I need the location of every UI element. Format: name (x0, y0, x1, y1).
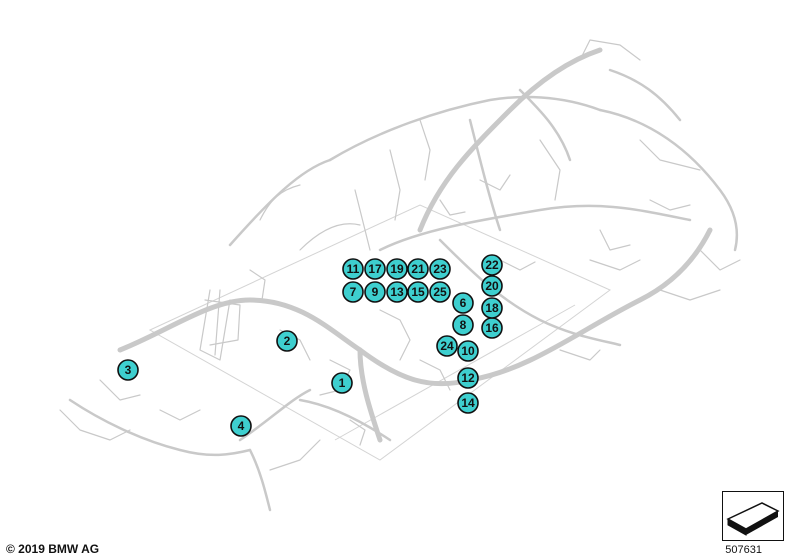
view-orientation-icon (722, 491, 784, 541)
callout-23[interactable]: 23 (429, 258, 451, 280)
callout-2[interactable]: 2 (276, 330, 298, 352)
callout-25[interactable]: 25 (429, 281, 451, 303)
callout-16[interactable]: 16 (481, 317, 503, 339)
callout-24[interactable]: 24 (436, 335, 458, 357)
callout-6[interactable]: 6 (452, 292, 474, 314)
callout-9[interactable]: 9 (364, 281, 386, 303)
callout-15[interactable]: 15 (407, 281, 429, 303)
copyright-label: © 2019 BMW AG (6, 542, 100, 556)
callout-21[interactable]: 21 (407, 258, 429, 280)
callout-17[interactable]: 17 (364, 258, 386, 280)
callout-12[interactable]: 12 (457, 367, 479, 389)
callout-4[interactable]: 4 (230, 415, 252, 437)
callout-22[interactable]: 22 (481, 254, 503, 276)
callout-1[interactable]: 1 (331, 372, 353, 394)
callout-10[interactable]: 10 (457, 340, 479, 362)
callout-18[interactable]: 18 (481, 297, 503, 319)
callout-3[interactable]: 3 (117, 359, 139, 381)
diagram-number: 507631 (725, 544, 762, 556)
callout-8[interactable]: 8 (452, 314, 474, 336)
callout-20[interactable]: 20 (481, 275, 503, 297)
wiring-harness (59, 39, 741, 512)
callout-7[interactable]: 7 (342, 281, 364, 303)
callout-11[interactable]: 11 (342, 258, 364, 280)
callout-13[interactable]: 13 (386, 281, 408, 303)
callout-14[interactable]: 14 (457, 392, 479, 414)
vehicle-floor-outline (148, 204, 611, 461)
callout-19[interactable]: 19 (386, 258, 408, 280)
